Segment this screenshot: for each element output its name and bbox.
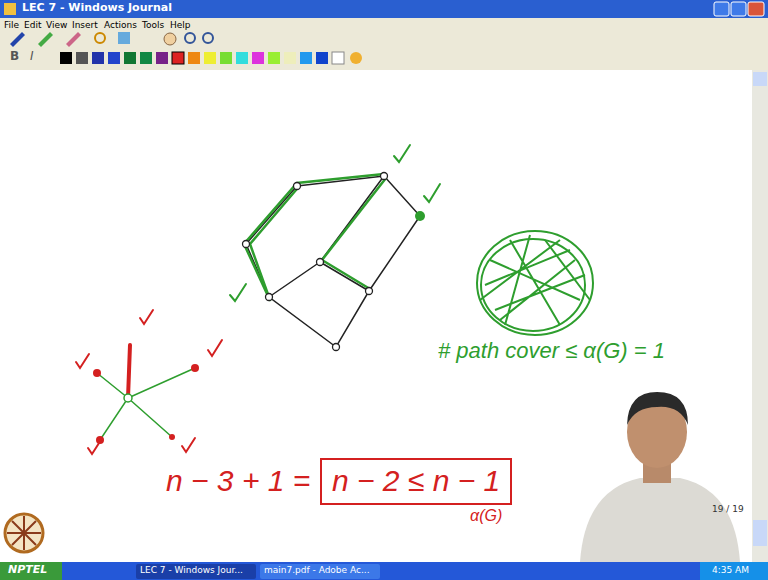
handwritten-expression: n − 3 + 1 =	[166, 464, 310, 499]
scroll-arrow	[753, 520, 767, 546]
toolbar-area	[0, 18, 768, 70]
taskbar-button	[260, 564, 380, 579]
red-path	[128, 345, 130, 398]
lecturer-figure	[580, 392, 740, 562]
graph-edges	[246, 176, 420, 347]
taskbar-button	[136, 564, 256, 579]
system-tray	[700, 562, 768, 580]
menu-item: Insert	[72, 20, 98, 30]
window-title: LEC 7 - Windows Journal	[22, 2, 172, 15]
red-check-marks	[76, 310, 222, 454]
taskbar	[0, 562, 768, 580]
menu-item: File	[4, 20, 19, 30]
start-button	[0, 562, 62, 580]
page-counter: 19 / 19	[712, 504, 744, 514]
scrollbar	[752, 70, 768, 562]
minimize-button	[714, 2, 729, 16]
handwritten-note: α(G)	[470, 507, 502, 525]
boxed-inequality: n − 2 ≤ n − 1	[320, 458, 512, 505]
scroll-arrow	[753, 72, 767, 86]
close-button	[748, 2, 764, 16]
path-cover	[244, 174, 386, 300]
color-palette	[60, 52, 362, 64]
taskbar-item: main7.pdf - Adobe Ac...	[264, 565, 370, 575]
menu-item: View	[46, 20, 67, 30]
start-label: NPTEL	[8, 564, 47, 577]
scribbled-circle	[477, 231, 593, 335]
italic-button: I	[30, 50, 34, 64]
taskbar-item: LEC 7 - Windows Jour...	[140, 565, 243, 575]
star-leaves	[93, 364, 199, 444]
menu-item: Actions	[104, 20, 137, 30]
note-page	[0, 70, 752, 562]
title-bar	[0, 0, 768, 18]
app-icon	[4, 3, 16, 15]
star-edges	[97, 368, 195, 440]
isolated-path-vertex	[415, 211, 425, 221]
handwritten-inequality: # path cover ≤ α(G) = 1	[438, 338, 665, 363]
graph-vertices	[243, 173, 388, 351]
menu-item: Edit	[24, 20, 41, 30]
star-center	[124, 394, 132, 402]
menu-item: Help	[170, 20, 191, 30]
clock: 4:35 AM	[712, 565, 749, 575]
maximize-button	[731, 2, 746, 16]
nptel-logo	[5, 514, 43, 552]
check-marks	[230, 145, 440, 301]
bold-button: B	[10, 50, 19, 64]
menu-item: Tools	[142, 20, 164, 30]
pen-tools	[10, 32, 213, 47]
